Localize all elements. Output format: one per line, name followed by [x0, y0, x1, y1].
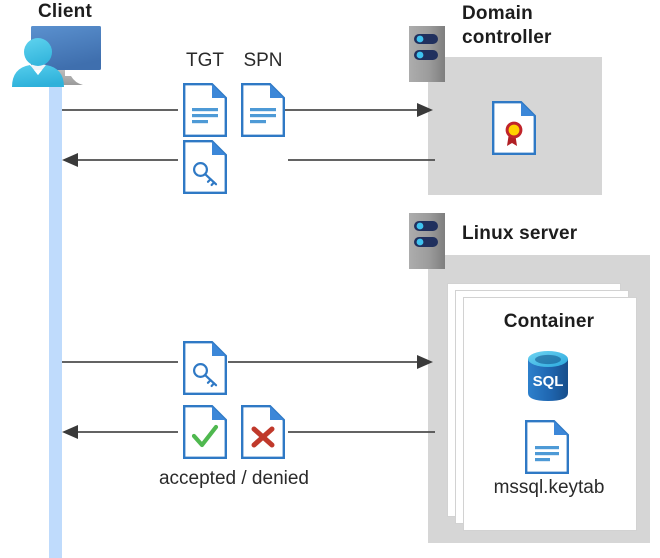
- accepted-denied-label: accepted / denied: [158, 468, 309, 489]
- accepted-check-document-icon: [183, 405, 227, 459]
- user-monitor-icon: [8, 22, 110, 92]
- spn-document-icon: [241, 83, 285, 137]
- denied-cross-document-icon: [241, 405, 285, 459]
- container-card-front: [463, 297, 637, 531]
- keytab-document-icon: [525, 420, 569, 474]
- domain-controller-title-line2: controller: [462, 27, 552, 48]
- certificate-document-icon: [492, 101, 536, 155]
- client-title: Client: [38, 1, 92, 22]
- message-3-arrow-right: [60, 350, 435, 374]
- sql-database-icon: SQL: [523, 350, 573, 402]
- keytab-filename-label: mssql.keytab: [493, 477, 605, 498]
- domain-controller-title-line1: Domain: [462, 3, 533, 24]
- message-1-arrow-right: [60, 98, 435, 122]
- container-title: Container: [503, 311, 595, 332]
- sql-database-label: SQL: [533, 373, 564, 390]
- tgt-label: TGT: [186, 50, 224, 71]
- linux-server-title: Linux server: [462, 223, 578, 244]
- client-lifeline: [49, 60, 62, 558]
- message-2-arrow-left: [60, 148, 435, 172]
- ticket-key-document-icon-bottom: [183, 341, 227, 395]
- spn-label: SPN: [243, 50, 283, 71]
- message-4-arrow-left: [60, 420, 435, 444]
- domain-controller-title: Domain controller: [462, 2, 632, 50]
- ticket-key-document-icon-top: [183, 140, 227, 194]
- tgt-document-icon: [183, 83, 227, 137]
- domain-controller-server-rack-icon: [409, 26, 445, 82]
- linux-server-server-rack-icon: [409, 213, 445, 269]
- cross-mark-icon: [251, 426, 275, 448]
- check-mark-icon: [191, 424, 219, 448]
